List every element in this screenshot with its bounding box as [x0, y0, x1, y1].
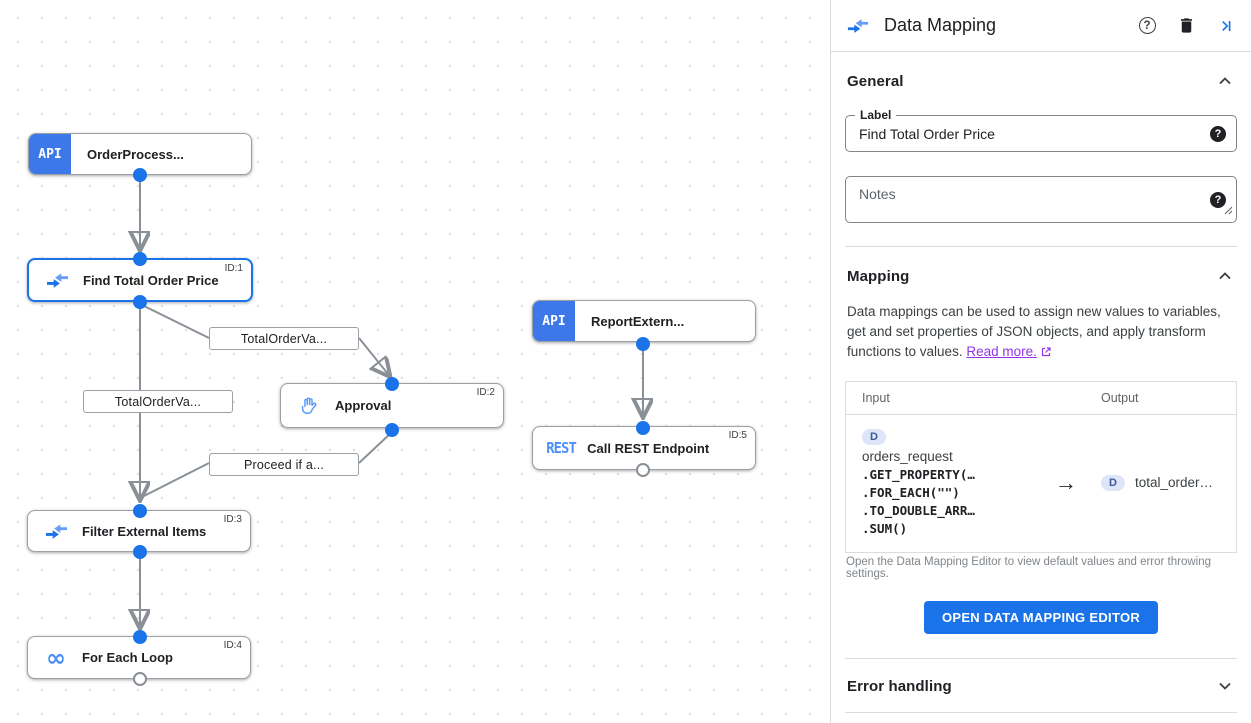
- resize-handle-icon[interactable]: [1224, 202, 1233, 220]
- workflow-canvas[interactable]: API OrderProcess... ID:1 Find Total Orde…: [0, 0, 830, 723]
- rest-icon: REST: [546, 439, 576, 457]
- transform-function: .GET_PROPERTY(…: [862, 467, 975, 482]
- panel-title: Data Mapping: [884, 15, 997, 35]
- panel-header: Data Mapping ?: [831, 0, 1251, 52]
- error-handling-heading: Error handling: [847, 677, 952, 695]
- node-label: Approval: [335, 398, 392, 413]
- data-mapping-config-panel: Data Mapping ? General: [830, 0, 1251, 723]
- help-icon[interactable]: ?: [1137, 16, 1157, 36]
- connection-dot[interactable]: [133, 545, 147, 559]
- edge-label-text: TotalOrderVa...: [114, 394, 202, 409]
- external-link-icon: [1040, 344, 1052, 364]
- section-mapping: Mapping Data mappings can be used to ass…: [831, 247, 1251, 659]
- node-label: Find Total Order Price: [83, 272, 219, 288]
- edge-label-text: TotalOrderVa...: [240, 331, 328, 346]
- chevron-up-icon: [1215, 71, 1235, 91]
- transform-function: .SUM(): [862, 521, 908, 536]
- edge-label-text: Proceed if a...: [243, 457, 325, 472]
- variable-type-badge: D: [1101, 474, 1125, 491]
- section-error-handling: Error handling: [831, 659, 1251, 713]
- notes-help-icon[interactable]: ?: [1210, 191, 1226, 208]
- node-label: For Each Loop: [82, 650, 173, 665]
- connection-dot[interactable]: [133, 168, 147, 182]
- edges-layer: [0, 176, 830, 723]
- connection-dot[interactable]: [385, 377, 399, 391]
- edge-label-total-order-1[interactable]: TotalOrderVa...: [209, 327, 359, 350]
- section-divider: [845, 712, 1237, 713]
- api-trigger-icon: API: [29, 134, 71, 174]
- node-label: ReportExtern...: [591, 313, 685, 329]
- section-general: General Label ? ?: [831, 52, 1251, 247]
- node-id-badge: ID:1: [224, 263, 243, 274]
- read-more-link[interactable]: Read more.: [966, 344, 1037, 359]
- node-id-badge: ID:2: [476, 387, 495, 398]
- node-label: OrderProcess...: [87, 146, 184, 162]
- connection-dot[interactable]: [636, 421, 650, 435]
- notes-input[interactable]: [846, 177, 1236, 222]
- connection-dot[interactable]: [133, 630, 147, 644]
- mapping-arrow-icon: →: [1055, 469, 1077, 495]
- mapping-heading: Mapping: [847, 267, 910, 285]
- label-field-caption: Label: [855, 108, 897, 122]
- edge-label-proceed-if[interactable]: Proceed if a...: [209, 453, 359, 476]
- mapping-table-header: Input Output: [846, 382, 1236, 415]
- section-divider: [845, 658, 1237, 659]
- chevron-up-icon: [1215, 266, 1235, 286]
- node-report-extern-trigger[interactable]: API ReportExtern...: [532, 300, 756, 342]
- api-trigger-icon: API: [533, 301, 575, 341]
- data-mapping-icon: [45, 269, 69, 292]
- label-input[interactable]: [846, 116, 1236, 151]
- mapping-input-cell: D orders_request .GET_PROPERTY(… .FOR_EA…: [846, 427, 1031, 538]
- mapping-caption: Open the Data Mapping Editor to view def…: [846, 556, 1212, 580]
- label-help-icon[interactable]: ?: [1210, 125, 1226, 142]
- mapping-table: Input Output D orders_request .GET_PROPE…: [845, 381, 1237, 553]
- connection-dot[interactable]: [636, 337, 650, 351]
- mapping-output-cell: D total_order…: [1101, 474, 1236, 491]
- connection-dot-open[interactable]: [133, 672, 147, 686]
- edge-label-total-order-2[interactable]: TotalOrderVa...: [83, 390, 233, 413]
- connection-dot[interactable]: [385, 423, 399, 437]
- connection-dot[interactable]: [133, 252, 147, 266]
- input-column-header: Input: [862, 391, 890, 405]
- delete-icon[interactable]: [1176, 16, 1196, 36]
- variable-type-badge: D: [862, 429, 886, 445]
- error-handling-section-header[interactable]: Error handling: [845, 659, 1237, 712]
- node-label: Filter External Items: [82, 523, 207, 539]
- section-divider: [845, 246, 1237, 247]
- notes-field: ?: [845, 176, 1237, 223]
- chevron-down-icon: [1215, 676, 1235, 696]
- node-id-badge: ID:4: [223, 640, 242, 651]
- mapping-section-header[interactable]: Mapping: [845, 247, 1237, 300]
- node-id-badge: ID:5: [728, 430, 747, 441]
- mapping-description-text: Data mappings can be used to assign new …: [847, 304, 1221, 359]
- connection-dot[interactable]: [133, 295, 147, 309]
- transform-function: .TO_DOUBLE_ARR…: [862, 503, 975, 518]
- label-field: Label ?: [845, 108, 1237, 152]
- connection-dot-open[interactable]: [636, 463, 650, 477]
- connection-dot[interactable]: [133, 504, 147, 518]
- node-label: Call REST Endpoint: [587, 440, 710, 456]
- mapping-row: D orders_request .GET_PROPERTY(… .FOR_EA…: [846, 415, 1236, 552]
- input-variable-name: orders_request: [862, 449, 953, 464]
- data-mapping-icon: [847, 15, 869, 37]
- loop-infinity-icon: ∞: [46, 643, 66, 672]
- mapping-description: Data mappings can be used to assign new …: [845, 300, 1237, 364]
- data-mapping-icon: [44, 520, 68, 543]
- open-data-mapping-editor-button[interactable]: OPEN DATA MAPPING EDITOR: [923, 601, 1159, 634]
- approval-hand-icon: [297, 395, 321, 417]
- transform-function: .FOR_EACH(""): [862, 485, 960, 500]
- output-column-header: Output: [1101, 391, 1139, 405]
- collapse-panel-icon[interactable]: [1215, 16, 1235, 36]
- general-heading: General: [847, 72, 904, 90]
- output-variable-name: total_order…: [1134, 475, 1213, 490]
- general-section-header[interactable]: General: [845, 52, 1237, 105]
- node-id-badge: ID:3: [223, 514, 242, 525]
